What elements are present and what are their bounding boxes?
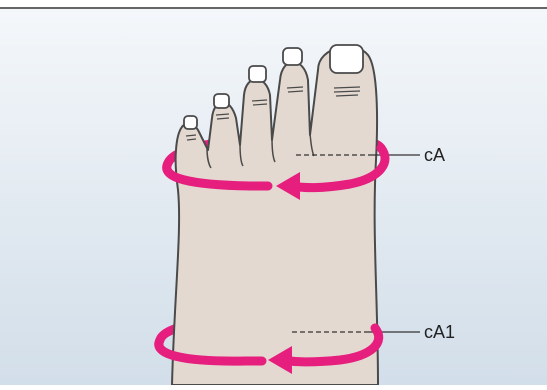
label-ca: cA xyxy=(424,145,445,165)
label-ca1: cA1 xyxy=(424,322,455,342)
